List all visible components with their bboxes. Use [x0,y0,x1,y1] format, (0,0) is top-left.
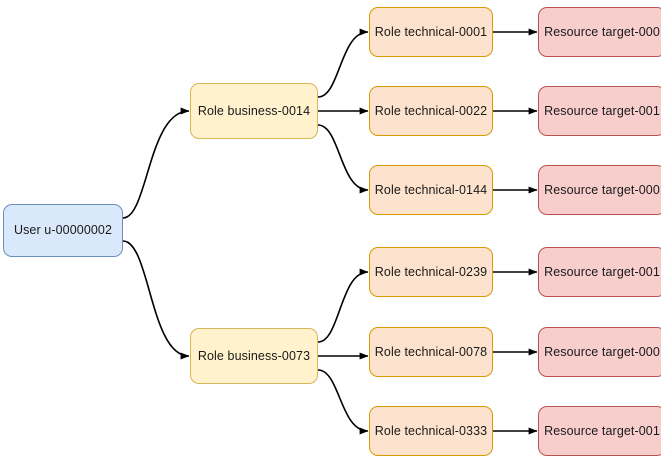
node-business-role-0073-label: Role business-0073 [197,348,311,363]
node-resource-4-label: Resource target-001 [544,264,660,279]
edge-business-0073-to-technical-0239 [317,268,369,343]
node-technical-role-0078-label: Role technical-0078 [374,344,488,359]
node-technical-role-0333-label: Role technical-0333 [374,423,488,438]
node-resource-2[interactable]: Resource target-001 [538,86,661,136]
edge-user-to-business-0073 [122,240,190,360]
node-resource-6[interactable]: Resource target-001 [538,406,661,456]
node-business-role-0014-label: Role business-0014 [197,103,311,118]
node-resource-2-label: Resource target-001 [544,103,660,118]
node-technical-role-0001[interactable]: Role technical-0001 [369,7,493,57]
edge-business-0073-to-technical-0333 [317,369,369,435]
node-resource-1[interactable]: Resource target-000 [538,7,661,57]
node-business-role-0014[interactable]: Role business-0014 [190,83,318,139]
node-user[interactable]: User u-00000002 [3,204,123,257]
node-resource-1-label: Resource target-000 [544,24,660,39]
node-technical-role-0022[interactable]: Role technical-0022 [369,86,493,136]
node-user-label: User u-00000002 [13,223,113,238]
node-technical-role-0001-label: Role technical-0001 [374,24,488,39]
node-technical-role-0144-label: Role technical-0144 [374,182,488,197]
node-resource-3[interactable]: Resource target-000 [538,165,661,215]
edge-business-0014-to-technical-0144 [317,124,369,194]
node-technical-role-0239[interactable]: Role technical-0239 [369,247,493,297]
node-technical-role-0333[interactable]: Role technical-0333 [369,406,493,456]
node-resource-5[interactable]: Resource target-000 [538,327,661,377]
node-resource-6-label: Resource target-001 [544,423,660,438]
node-technical-role-0144[interactable]: Role technical-0144 [369,165,493,215]
node-technical-role-0078[interactable]: Role technical-0078 [369,327,493,377]
edge-user-to-business-0014 [122,107,190,219]
node-technical-role-0022-label: Role technical-0022 [374,103,488,118]
node-business-role-0073[interactable]: Role business-0073 [190,328,318,384]
node-resource-5-label: Resource target-000 [544,344,660,359]
edge-business-0014-to-technical-0001 [317,28,369,98]
node-resource-4[interactable]: Resource target-001 [538,247,661,297]
node-resource-3-label: Resource target-000 [544,182,660,197]
node-technical-role-0239-label: Role technical-0239 [374,264,488,279]
